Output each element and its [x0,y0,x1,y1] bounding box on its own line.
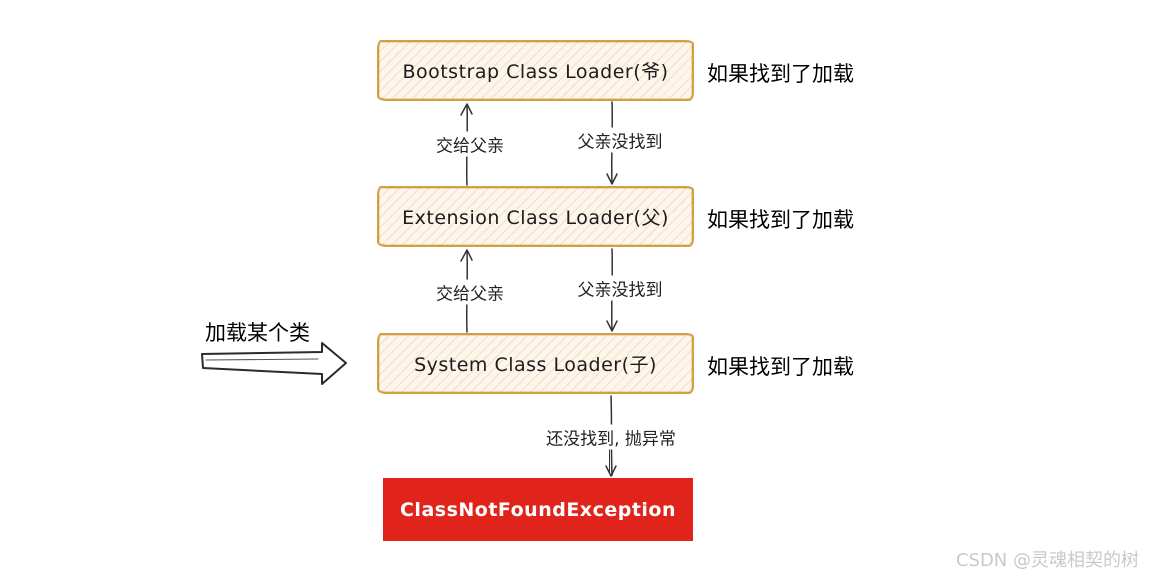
edge-label-parent-not-found-2: 父亲没找到 [574,275,666,301]
extension-box-label: Extension Class Loader(父) [402,207,669,229]
system-box-label: System Class Loader(子) [414,354,657,376]
start-block-arrow [201,342,347,385]
csdn-watermark: CSDN @灵魂相契的树 [955,550,1139,571]
edge-label-to-parent-2: 交给父亲 [433,279,507,305]
edge-label-parent-not-found-1: 父亲没找到 [574,127,666,153]
exception-box-label: ClassNotFoundException [399,498,676,521]
box-bootstrap-class-loader: Bootstrap Class Loader(爷) [377,40,694,101]
box-classnotfoundexception: ClassNotFoundException [383,478,693,541]
bootstrap-box-label: Bootstrap Class Loader(爷) [402,61,669,83]
edge-label-not-found-throw: 还没找到, 抛异常 [543,424,679,450]
note-system-found: 如果找到了加载 [707,355,854,379]
note-bootstrap-found: 如果找到了加载 [707,62,854,86]
start-label: 加载某个类 [205,321,310,345]
note-extension-found: 如果找到了加载 [707,208,854,232]
edge-label-to-parent-1: 交给父亲 [433,131,507,157]
box-system-class-loader: System Class Loader(子) [377,333,694,394]
box-extension-class-loader: Extension Class Loader(父) [377,186,694,247]
